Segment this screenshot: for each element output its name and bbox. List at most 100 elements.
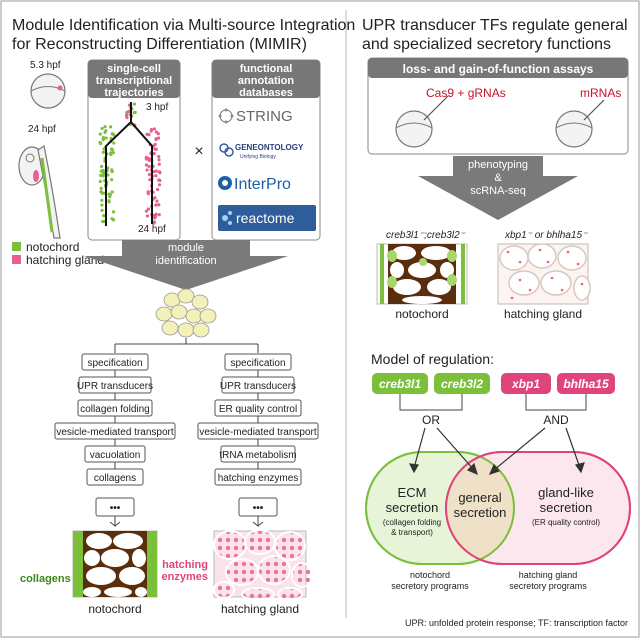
ecm-label-2: secretion [386, 500, 439, 515]
trajectory-cell-dot [145, 214, 150, 218]
gland-program-label-1: hatching gland [519, 570, 578, 580]
hatching-enzymes-label-1: hatching [162, 559, 208, 571]
trajectory-cell-dot [156, 187, 160, 192]
notochord-module-label: vacuolation [90, 450, 141, 461]
trajectory-end-label: 24 hpf [138, 224, 166, 235]
notochord-module-label: vesicle-mediated transport [56, 427, 173, 438]
trajectory-start-label: 3 hpf [146, 102, 168, 113]
gland-module-label: UPR transducers [220, 381, 296, 392]
trajectory-cell-dot [146, 192, 150, 196]
hatching-enzymes-label-2: enzymes [162, 571, 208, 583]
trajectory-cell-dot [157, 154, 161, 159]
gene-xbp1: xbp1 [501, 373, 551, 394]
ecm-sub-1: (collagen folding [383, 518, 441, 527]
legend-swatch-hatching-gland [12, 255, 21, 264]
trajectory-cell-dot [98, 140, 102, 145]
trajectory-cell-dot [101, 138, 105, 142]
gene-creb3l2-label: creb3l2 [441, 377, 483, 391]
gene-creb3l1-label: creb3l1 [379, 377, 421, 391]
gene-ontology-logo: GENEONTOLOGY Unifying Biology [219, 143, 304, 160]
trajectory-cell-dot [157, 203, 161, 207]
left-title-1: Module Identification via Multi-source I… [12, 17, 355, 34]
trajectory-cell-dot [147, 133, 151, 137]
right-title-1: UPR transducer TFs regulate general [362, 17, 628, 34]
notochord-program-label-2: secretory programs [391, 581, 469, 591]
gland-module-box [197, 422, 319, 440]
trajectory-cell-dot [152, 220, 157, 224]
trajectory-box: single-cell transcriptional trajectories… [87, 59, 181, 241]
trajectory-cell-dot [125, 113, 129, 117]
left-title-2: for Reconstructing Differentiation (MIMI… [12, 36, 307, 53]
mutant-label-xbp1: xbp1⁻ or bhlha15⁻ [504, 230, 588, 241]
phenotyping-label-1: phenotyping [468, 159, 528, 171]
gland-module-label: tRNA metabolism [219, 450, 296, 461]
and-bracket [525, 394, 587, 411]
go-logo-text: GENEONTOLOGY [235, 143, 304, 152]
trajectory-cell-dot [153, 147, 157, 151]
notochord-module-box [81, 353, 149, 371]
notochord-module-box [78, 376, 152, 394]
trajectory-cell-dot [99, 186, 103, 191]
gland-like-label-2: secretion [540, 500, 593, 515]
trajectory-cell-dot [157, 158, 161, 162]
trajectory-cell-dot [110, 190, 114, 194]
trajectory-cell-dot [158, 171, 162, 175]
ecm-sub-2: & transport) [391, 528, 433, 537]
notochord-caption-right: notochord [395, 307, 448, 321]
gland-like-label-1: gland-like [538, 485, 594, 500]
module-identification-arrow: module identification [84, 240, 288, 290]
trajectory-cell-dot [125, 116, 129, 120]
notochord-module-box [77, 399, 153, 417]
annotation-title-2: annotation [238, 75, 294, 87]
reactome-logo-text: reactome [236, 210, 295, 226]
trajectory-cell-dot [108, 125, 113, 129]
general-label-1: general [458, 490, 501, 505]
annotation-title-1: functional [240, 63, 293, 75]
trajectory-cell-dot [98, 132, 102, 136]
trajectory-cell-dot [132, 102, 137, 106]
and-label: AND [543, 413, 569, 427]
legend-label-notochord: notochord [26, 240, 79, 254]
trajectory-cell-dot [157, 183, 162, 187]
trajectory-cell-dot [147, 164, 151, 169]
model-title: Model of regulation: [371, 351, 494, 367]
phenotyping-label-2: & [494, 172, 502, 184]
notochord-illustration [72, 530, 158, 598]
or-bracket [399, 394, 463, 411]
module-cluster [155, 288, 217, 338]
notochord-module-box [86, 468, 144, 486]
gland-program-label-2: secretory programs [509, 581, 587, 591]
notochord-module-label: collagens [94, 473, 136, 484]
notochord-module-label: specification [87, 358, 142, 369]
notochord-ellipsis: ••• [110, 503, 121, 514]
general-secretion-region [446, 452, 514, 564]
notochord-module-label: collagen folding [80, 404, 150, 415]
trajectory-cell-dot [98, 179, 102, 184]
gland-module-box [224, 353, 292, 371]
trajectory-cell-dot [110, 178, 114, 182]
notochord-module-box [54, 422, 176, 440]
trajectory-cell-dot [103, 125, 107, 129]
trajectory-cell-dot [154, 130, 158, 134]
trajectory-cell-dot [154, 203, 158, 207]
trajectory-cell-dot [153, 216, 157, 220]
ecm-label-1: ECM [398, 485, 427, 500]
trajectory-cell-dot [147, 172, 152, 177]
trajectory-cell-dot [108, 195, 112, 199]
trajectory-cell-dot [146, 156, 150, 160]
mutant-label-creb3l: creb3l1⁻;creb3l2⁻ [386, 230, 466, 241]
trajectory-cell-dot [99, 169, 103, 173]
or-label: OR [422, 413, 440, 427]
legend-swatch-notochord [12, 242, 21, 251]
trajectory-cell-dot [157, 162, 161, 166]
trajectory-title-3: trajectories [104, 87, 163, 99]
gland-module-box [214, 399, 302, 417]
gland-module-label: specification [230, 358, 285, 369]
regulation-arrows [408, 427, 585, 476]
trajectory-cell-dot [107, 199, 111, 203]
annotation-box: functional annotation databases STRING G… [211, 59, 321, 241]
gland-module-label: vesicle-mediated transport [199, 427, 316, 438]
trajectory-cell-dot [110, 170, 114, 174]
trajectory-tree [105, 102, 153, 226]
